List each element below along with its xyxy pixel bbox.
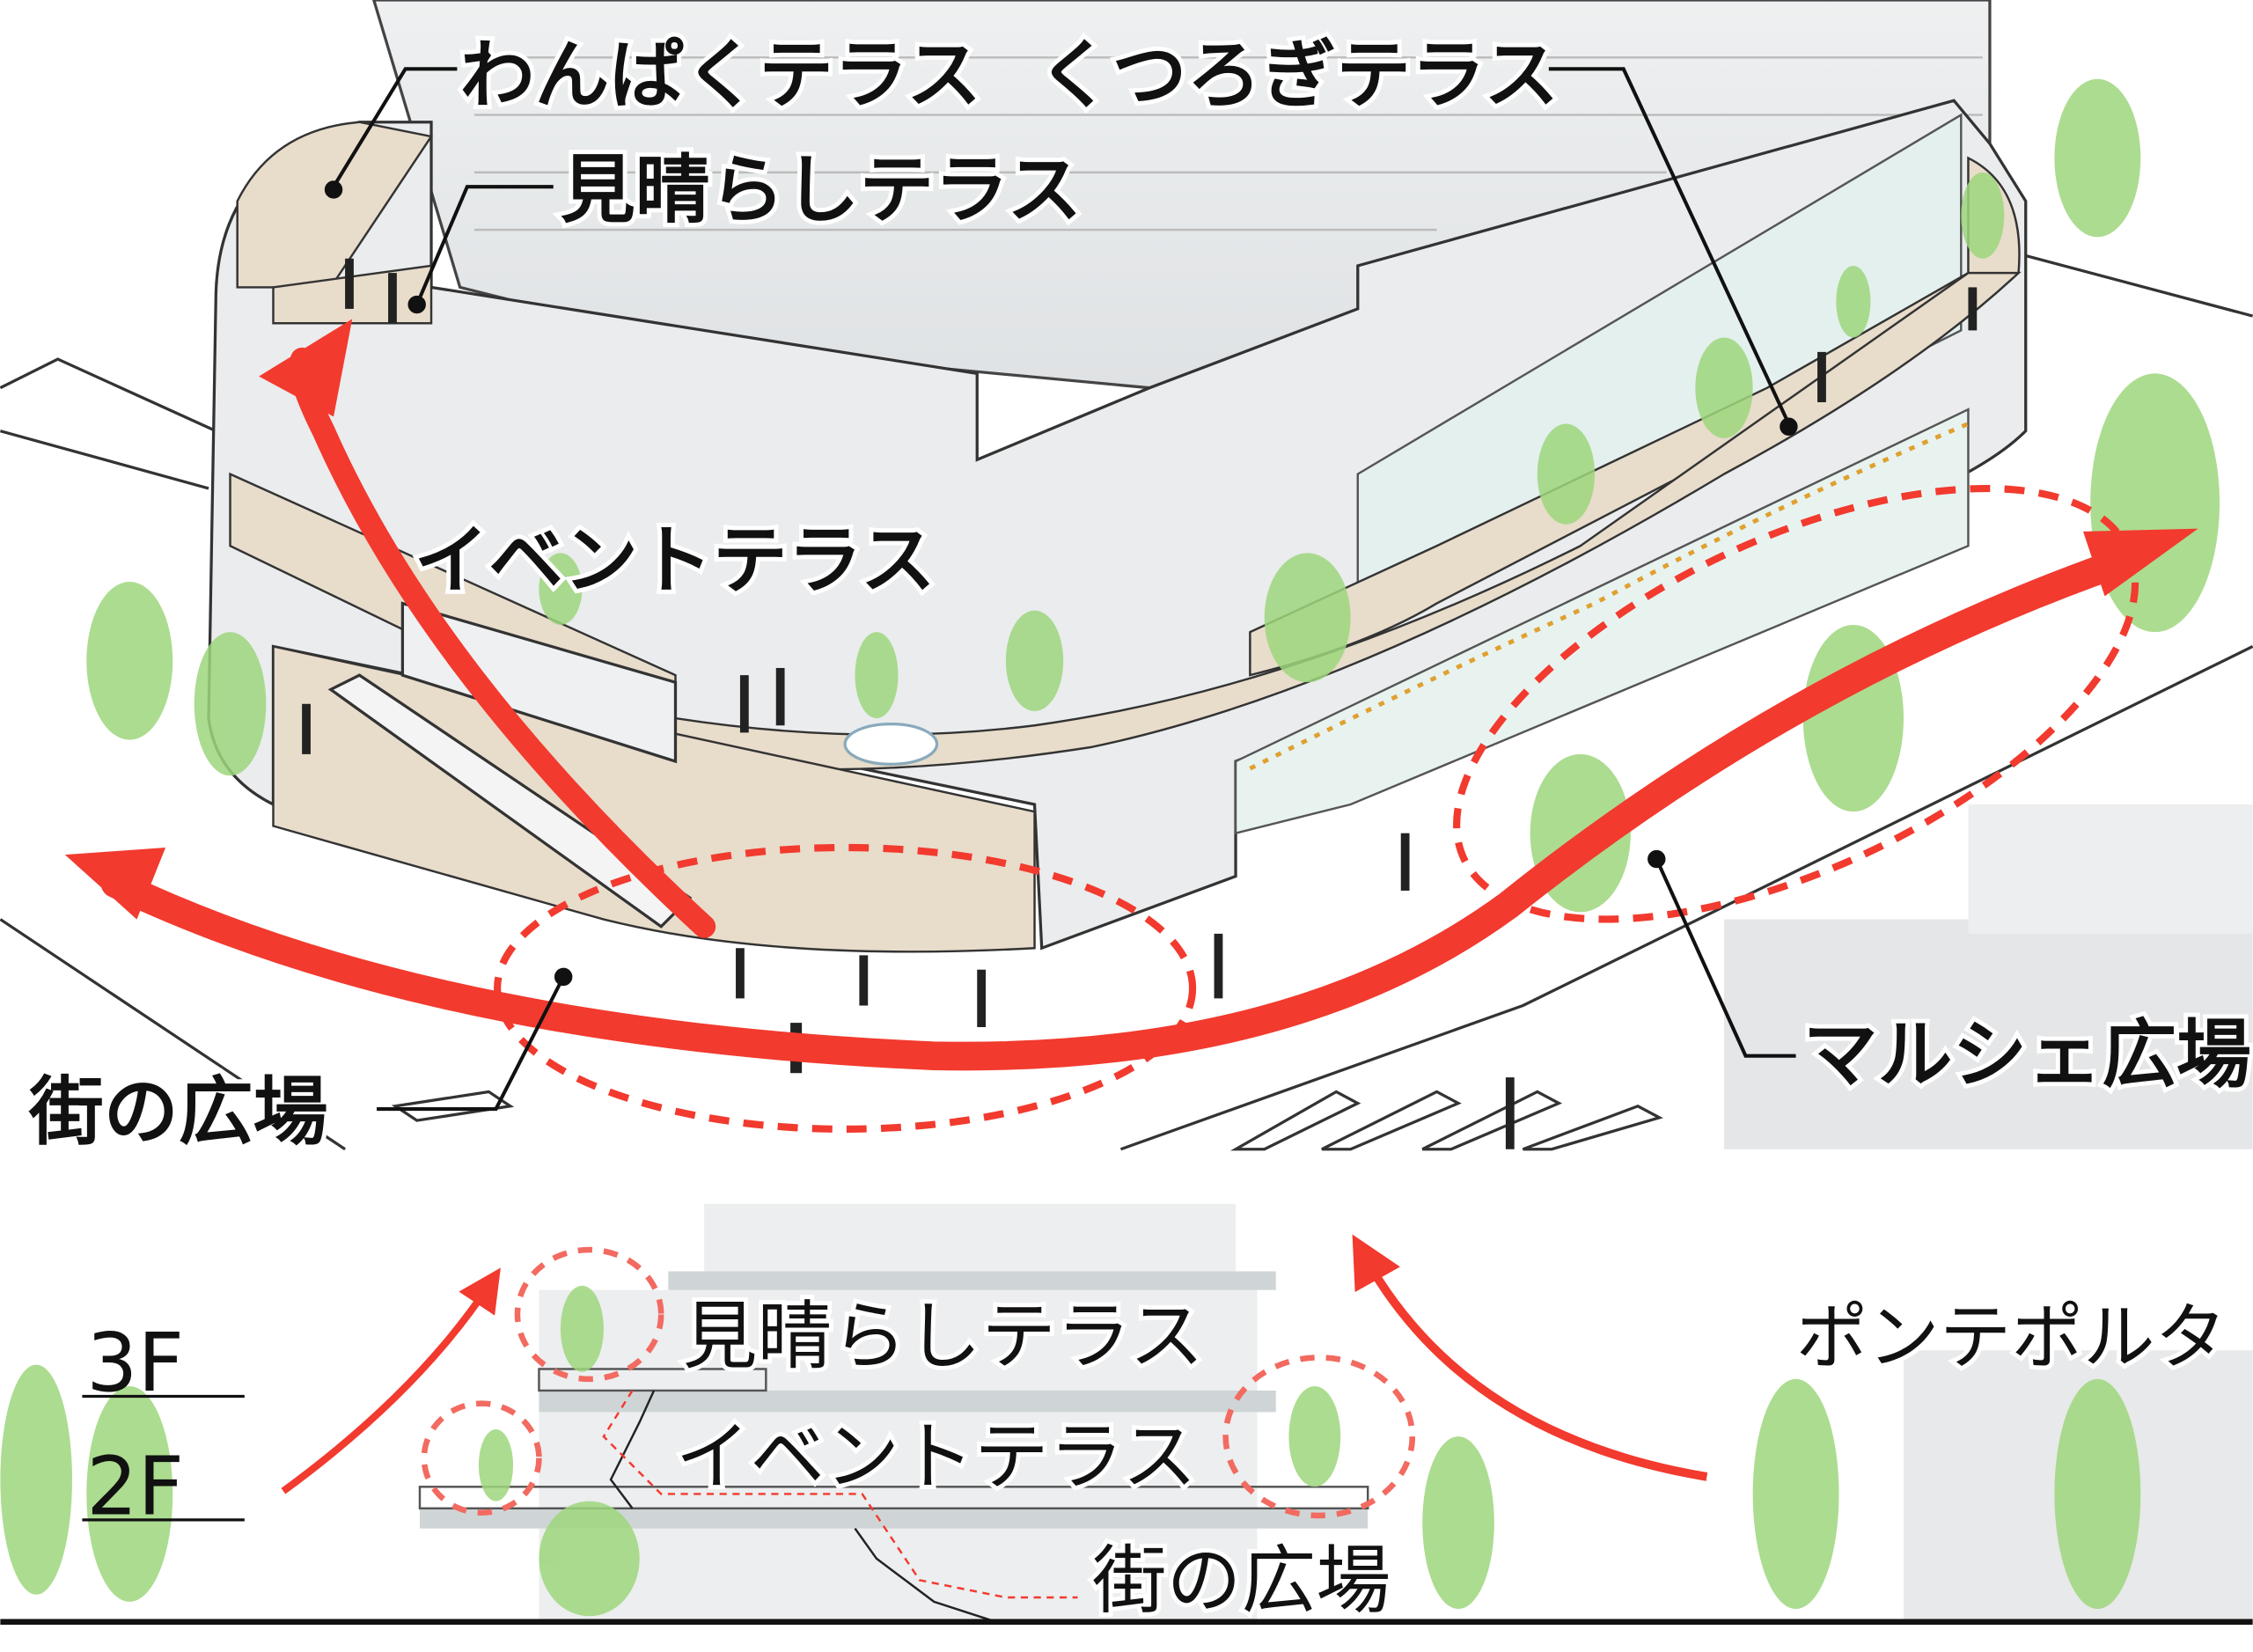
section-view: 3F 2F 見晴らしテラス イベントテラス 街の広場 ポンテポルタ bbox=[0, 1203, 2253, 1629]
fountain bbox=[843, 722, 939, 766]
neighbor-building bbox=[1723, 919, 2253, 1149]
wanpaku-terrace bbox=[236, 121, 434, 289]
label-3f: 3F bbox=[86, 1316, 184, 1410]
label-machi-plaza: 街の広場 bbox=[28, 1069, 327, 1156]
label-kutsurogi-terrace: くつろぎテラス bbox=[1038, 32, 1559, 119]
crosswalk bbox=[391, 1090, 1663, 1151]
miharashi-outline bbox=[514, 1246, 664, 1383]
leader-lines bbox=[324, 67, 1798, 1112]
stairs bbox=[327, 673, 693, 929]
section-label-event: イベントテラス bbox=[675, 1413, 1196, 1501]
section-stairs bbox=[609, 1390, 992, 1622]
slab-3f bbox=[539, 1390, 1276, 1413]
label-2f: 2F bbox=[86, 1439, 184, 1533]
label-wanpaku-terrace: わんぱくテラス bbox=[460, 32, 981, 119]
building-upper bbox=[704, 1203, 1237, 1276]
neighbor-building-roof bbox=[1968, 804, 2253, 934]
aerial-view: わんぱくテラス くつろぎテラス 見晴らしテラス イベントテラス 街の広場 マルシ… bbox=[0, 0, 2253, 1156]
plaza-ground bbox=[272, 644, 1036, 953]
tower-floor-lines bbox=[473, 56, 1983, 231]
section-arrow-right bbox=[1352, 1234, 1708, 1481]
slab-roof bbox=[668, 1271, 1276, 1290]
bunting bbox=[1249, 422, 1970, 771]
event-terrace bbox=[229, 271, 2022, 771]
event-outline-left bbox=[421, 1400, 542, 1516]
section-arrow-left bbox=[281, 1267, 501, 1494]
arrowhead-up bbox=[259, 319, 353, 417]
railing-2f bbox=[418, 1486, 1369, 1510]
section-label-miharashi: 見晴らしテラス bbox=[683, 1293, 1204, 1380]
curtain-wall-lower bbox=[1234, 407, 1970, 835]
building-body bbox=[539, 1289, 1258, 1621]
planter-box bbox=[400, 601, 678, 764]
railing-3f bbox=[538, 1368, 767, 1392]
label-event-terrace: イベントテラス bbox=[414, 518, 935, 605]
section-trees bbox=[0, 1285, 2141, 1617]
machi-plaza-outline bbox=[494, 843, 1197, 1133]
event-outline-right bbox=[1222, 1355, 1416, 1519]
label-marche-plaza: マルシェ広場 bbox=[1803, 1011, 2251, 1098]
arrowhead-right bbox=[2083, 528, 2198, 597]
label-ponteporta: ポンテポルタ bbox=[1796, 1296, 2227, 1379]
slab-2f bbox=[419, 1508, 1369, 1529]
section-label-machi: 街の広場 bbox=[1092, 1538, 1391, 1625]
label-miharashi-terrace: 見晴らしテラス bbox=[561, 147, 1082, 234]
route-dashed bbox=[602, 1390, 1078, 1599]
street-lines bbox=[0, 242, 2253, 1151]
arrowhead-left bbox=[64, 847, 166, 920]
main-flow-arrow bbox=[100, 546, 2141, 1071]
